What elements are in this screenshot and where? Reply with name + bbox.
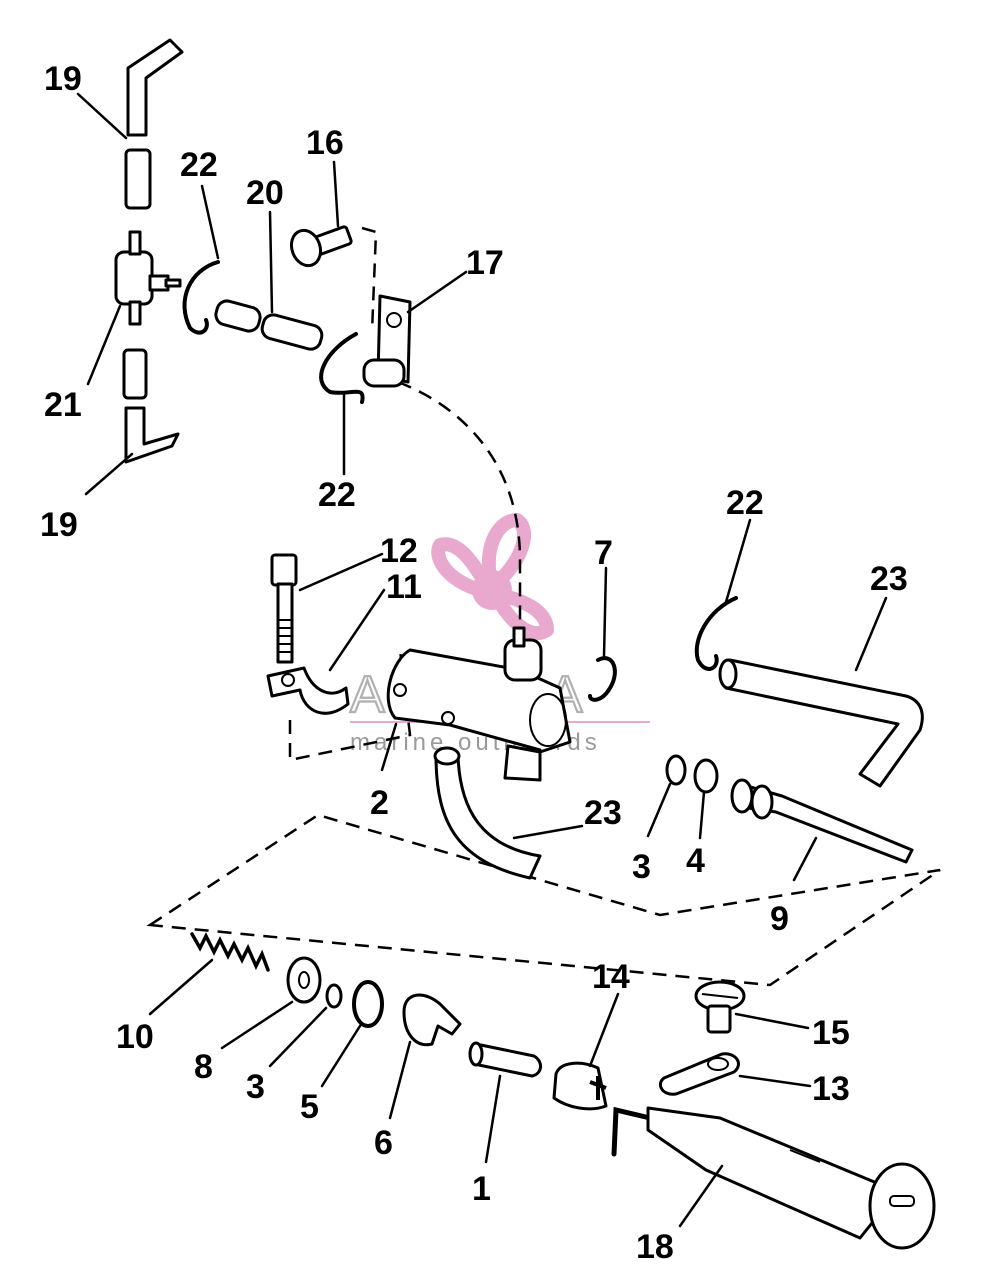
callout-6: 6 (374, 1124, 393, 1162)
washer-part-8 (286, 956, 322, 1004)
callout-8: 8 (194, 1048, 213, 1086)
callout-23-middle: 23 (584, 794, 622, 832)
o-ring-part-5 (352, 980, 384, 1028)
hose-part-19-top (124, 38, 184, 210)
body-part-2 (386, 626, 572, 782)
callout-1: 1 (472, 1170, 491, 1208)
callout-22-middle: 22 (318, 476, 356, 514)
screw-part-16 (289, 225, 353, 268)
callout-10: 10 (116, 1018, 154, 1056)
callout-17: 17 (466, 244, 504, 282)
callout-3-upper: 3 (632, 848, 651, 886)
callout-23-right: 23 (870, 560, 908, 598)
knob-part-14 (552, 1061, 608, 1111)
clip-part-22-top (182, 260, 220, 335)
propeller-icon (431, 513, 554, 641)
hose-part-23-middle (433, 746, 542, 880)
callout-2: 2 (370, 784, 389, 822)
callout-11: 11 (386, 568, 422, 606)
callout-20: 20 (246, 174, 284, 212)
o-ring-part-4 (693, 758, 719, 794)
cam-part-6 (402, 993, 462, 1047)
callout-18: 18 (636, 1228, 674, 1266)
callout-22-top: 22 (180, 146, 218, 184)
tube-part-20 (214, 299, 324, 351)
callout-14: 14 (592, 958, 630, 996)
assembly-guide-lower (146, 813, 941, 987)
shaft-part-9 (730, 778, 914, 864)
callout-5: 5 (300, 1088, 319, 1126)
callout-12: 12 (380, 532, 418, 570)
callout-13: 13 (812, 1070, 850, 1108)
callout-16: 16 (306, 124, 344, 162)
plate-part-13 (659, 1052, 740, 1096)
hose-part-19-bottom (122, 348, 180, 464)
callout-4: 4 (686, 842, 705, 880)
callout-15: 15 (812, 1014, 850, 1052)
hose-part-23-right (718, 658, 924, 788)
spring-part-10 (190, 932, 270, 972)
plunger-part-1 (468, 1041, 542, 1078)
callout-19-top: 19 (44, 60, 82, 98)
callout-9: 9 (770, 900, 789, 938)
clamp-part-11 (266, 666, 350, 715)
callout-7: 7 (594, 534, 613, 572)
rod-part-18 (611, 1106, 936, 1250)
callout-19-bottom: 19 (40, 506, 78, 544)
clip-part-7 (588, 656, 617, 702)
o-ring-part-3-lower (325, 983, 343, 1009)
bolt-part-12 (270, 553, 298, 664)
leader-lines (76, 92, 888, 1228)
callout-3-lower: 3 (246, 1068, 265, 1106)
callout-labels: 19 22 20 16 17 21 19 22 22 23 12 11 7 2 … (40, 60, 908, 1266)
fitting-part-21 (114, 230, 182, 326)
clip-part-22-right (694, 596, 738, 671)
assembly-guide-bracket (288, 649, 412, 762)
bracket-part-17 (362, 294, 412, 388)
clip-part-22-middle (319, 332, 365, 404)
callout-22-right: 22 (726, 484, 764, 522)
assembly-guide-top (361, 226, 522, 640)
callout-21: 21 (44, 386, 82, 424)
o-ring-part-3-upper (665, 754, 687, 786)
screw-part-15 (694, 980, 746, 1034)
